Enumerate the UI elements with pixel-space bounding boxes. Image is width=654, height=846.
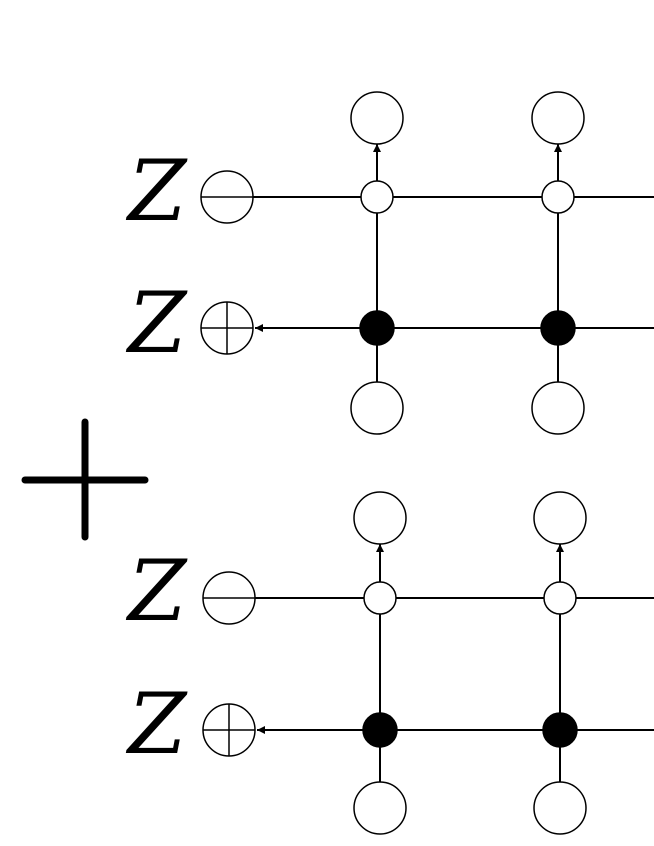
bottom-col1-solid-node [362,712,398,748]
bottom-term: Z Z [125,491,654,835]
top-term: Z Z [125,91,654,435]
top-col1-open-node [360,180,394,214]
top-col2-input-node [531,381,585,435]
bottom-col1-output-node [353,491,407,545]
plus-operator-icon [21,418,149,541]
top-plus-terminal [200,301,254,355]
top-col1-output-node [350,91,404,145]
top-minus-terminal [200,170,254,224]
top-col1-solid-node [359,310,395,346]
bottom-minus-terminal [202,571,256,625]
top-z-label-2: Z [125,274,188,372]
top-col1-input-node [350,381,404,435]
bottom-col2-input-node [533,781,587,835]
bottom-col2-open-node [543,581,577,615]
bottom-col2-solid-node [542,712,578,748]
bottom-plus-terminal [202,703,256,757]
top-col2-output-node [531,91,585,145]
bottom-z-label-1: Z [125,542,188,640]
bottom-z-label-2: Z [125,675,188,773]
top-col2-open-node [541,180,575,214]
bottom-col1-input-node [353,781,407,835]
bottom-col2-output-node [533,491,587,545]
top-col2-solid-node [540,310,576,346]
top-z-label-1: Z [125,142,188,240]
bottom-col1-open-node [363,581,397,615]
